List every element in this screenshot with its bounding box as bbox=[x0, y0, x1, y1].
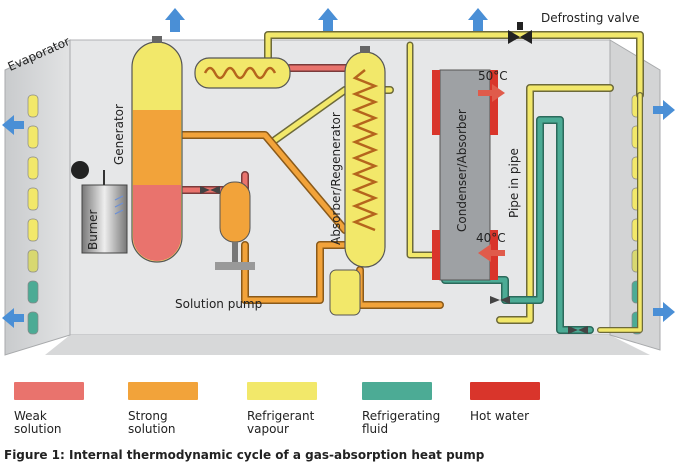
solution-pump bbox=[215, 181, 255, 270]
air-arrow-up-2 bbox=[318, 8, 338, 32]
legend-label: Refrigerant vapour bbox=[247, 409, 315, 436]
defrosting-valve-label: Defrosting valve bbox=[541, 11, 640, 25]
expansion-tank bbox=[329, 269, 361, 316]
legend-label: Weak solution bbox=[14, 409, 62, 436]
legend-swatch bbox=[128, 382, 198, 400]
heat-pump-diagram bbox=[2, 8, 675, 356]
absorber-regenerator-vessel bbox=[344, 46, 386, 268]
air-arrow-right-2 bbox=[653, 302, 675, 322]
hot-water-out-arrow bbox=[478, 84, 505, 102]
condenser-absorber-label: Condenser/Absorber bbox=[455, 109, 469, 232]
legend-swatch bbox=[14, 382, 84, 400]
air-flow-arrows bbox=[2, 8, 675, 328]
evaporator-left-fins bbox=[27, 94, 39, 335]
air-arrow-left-1 bbox=[2, 115, 24, 135]
air-arrow-left-2 bbox=[2, 308, 24, 328]
legend-swatch bbox=[470, 382, 540, 400]
legend-label: Strong solution bbox=[128, 409, 176, 436]
figure-caption: Figure 1: Internal thermodynamic cycle o… bbox=[4, 448, 485, 462]
legend-strong-solution: Strong solution bbox=[128, 382, 238, 442]
burner bbox=[71, 161, 128, 254]
legend-label: Hot water bbox=[470, 409, 530, 423]
temp-in-label: 40°C bbox=[476, 231, 506, 245]
solution-pump-label: Solution pump bbox=[175, 297, 263, 311]
generator-label: Generator bbox=[112, 104, 126, 165]
air-arrow-up-1 bbox=[165, 8, 185, 32]
legend-label: Refrigerating fluid bbox=[362, 409, 441, 436]
legend-refrigerant-vapour: Refrigerant vapour bbox=[247, 382, 357, 442]
rectifier bbox=[194, 57, 291, 89]
pipe-valves bbox=[200, 186, 588, 334]
burner-label: Burner bbox=[86, 209, 100, 250]
legend-refrigerating-fluid: Refrigerating fluid bbox=[362, 382, 472, 442]
generator-vessel bbox=[131, 36, 183, 263]
hot-water-in-arrow bbox=[478, 244, 505, 262]
condenser-absorber bbox=[432, 69, 498, 281]
air-arrow-right-1 bbox=[653, 100, 675, 120]
air-arrow-up-3 bbox=[468, 8, 488, 32]
absorber-regenerator-label: Absorber/Regenerator bbox=[329, 112, 343, 245]
legend-swatch bbox=[247, 382, 317, 400]
defrosting-valve-shape bbox=[508, 22, 532, 44]
legend-swatch bbox=[362, 382, 432, 400]
temp-out-label: 50°C bbox=[478, 69, 508, 83]
floor-panel bbox=[45, 335, 650, 355]
legend-hot-water: Hot water bbox=[470, 382, 580, 442]
legend-weak-solution: Weak solution bbox=[14, 382, 124, 442]
pipe-in-pipe-label: Pipe in pipe bbox=[507, 148, 521, 218]
